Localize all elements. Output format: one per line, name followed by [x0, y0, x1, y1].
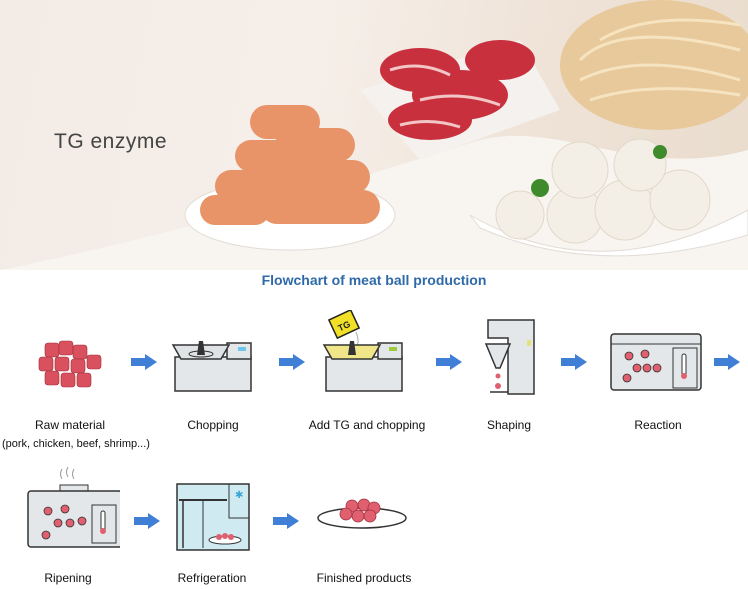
hero-banner: TG enzyme — [0, 0, 748, 270]
brand-title: TG enzyme — [54, 130, 168, 153]
noodles — [560, 0, 748, 130]
food-photo-collage — [0, 0, 748, 270]
tg-packet-text: TG — [336, 319, 352, 333]
shaping-machine-icon — [484, 319, 535, 395]
step-chopping-icon — [143, 335, 283, 395]
step-ripening-icon — [0, 465, 140, 549]
tg-chopper-icon: TG — [322, 310, 403, 392]
ripening-chamber-icon — [27, 466, 120, 548]
step-label-finished-products: Finished products — [316, 571, 412, 585]
arrow-right-icon — [279, 354, 305, 370]
arrow-right-icon — [134, 513, 160, 529]
step-refrigeration-icon: ✱ — [143, 480, 283, 554]
refrigerator-icon: ✱ — [176, 483, 250, 551]
step-label-ripening: Ripening — [44, 571, 92, 585]
step-sublabel-raw-material: (pork, chicken, beef, shrimp...) — [2, 438, 150, 450]
step-reaction-icon — [585, 330, 725, 396]
chopper-machine-icon — [171, 341, 252, 392]
step-label-refrigeration: Refrigeration — [177, 571, 247, 585]
arrow-right-icon — [561, 354, 587, 370]
sausages-plate — [184, 105, 396, 251]
step-label-add-tg: Add TG and chopping — [308, 418, 426, 432]
flowchart-title: Flowchart of meat ball production — [261, 272, 487, 288]
sliced-meat-plate — [360, 40, 560, 160]
arrow-right-icon — [714, 354, 740, 370]
reaction-chamber-icon — [610, 333, 702, 391]
step-finished-products-icon — [292, 492, 432, 536]
arrow-right-icon — [273, 513, 299, 529]
arrow-right-icon — [131, 354, 157, 370]
fish-balls-bowl — [469, 138, 748, 257]
step-label-shaping: Shaping — [486, 418, 532, 432]
step-label-reaction: Reaction — [634, 418, 682, 432]
step-add-tg-icon: TG — [295, 310, 435, 395]
meatball-plate-icon — [317, 498, 407, 529]
arrow-right-icon — [436, 354, 462, 370]
step-label-chopping: Chopping — [187, 418, 239, 432]
step-raw-material-icon — [0, 335, 140, 395]
svg-text:✱: ✱ — [235, 490, 243, 501]
step-label-raw-material: Raw material — [34, 418, 106, 432]
raw-meat-icon — [38, 340, 102, 388]
step-shaping-icon — [438, 318, 578, 398]
